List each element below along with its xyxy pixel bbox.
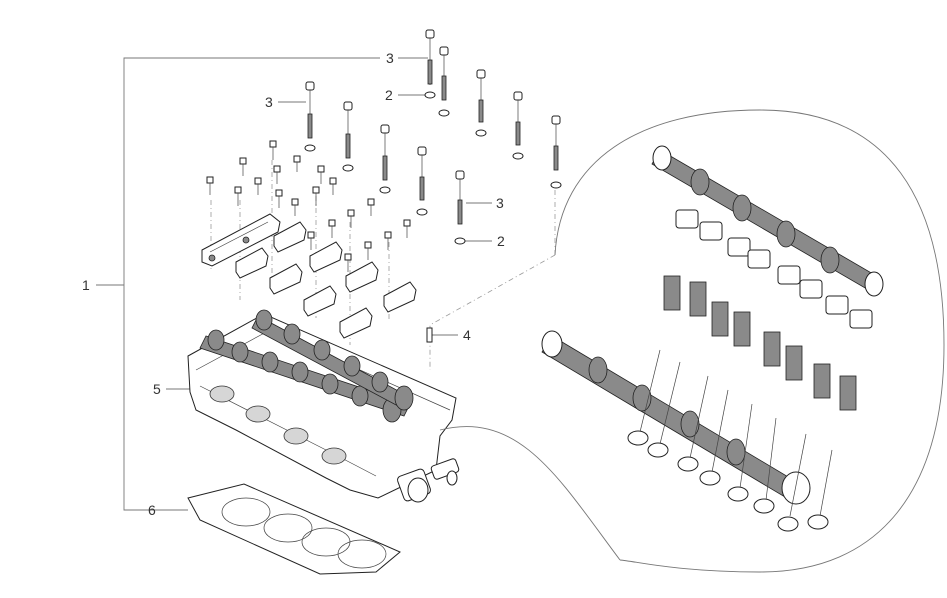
head-bolt xyxy=(379,124,391,194)
detail-intake-camshaft xyxy=(541,330,811,505)
detail-exhaust-camshaft xyxy=(651,145,884,297)
callout-3-top: 3 xyxy=(386,50,394,66)
callout-labels: 1 2 2 3 3 3 4 5 6 xyxy=(82,50,505,518)
head-bolt xyxy=(455,170,465,225)
head-bolt xyxy=(475,69,487,137)
washer xyxy=(424,91,436,99)
head-bolt xyxy=(512,91,524,160)
valvetrain-detail-view xyxy=(439,109,945,573)
cylinder-head xyxy=(187,309,460,503)
head-gasket xyxy=(187,483,401,575)
leader-lines xyxy=(96,57,492,511)
dowel-pin xyxy=(426,327,433,343)
head-bolt xyxy=(416,146,428,216)
callout-6: 6 xyxy=(148,502,156,518)
detail-tappets xyxy=(675,209,873,329)
head-bolt xyxy=(550,115,562,189)
callout-3-right: 3 xyxy=(496,195,504,211)
cylinder-head-bolts xyxy=(206,29,562,272)
washer xyxy=(454,237,466,245)
head-bolt xyxy=(425,29,435,85)
head-bolt xyxy=(342,101,354,172)
cam-cap-bolts xyxy=(206,140,411,272)
camshaft-bearing-caps xyxy=(201,213,417,339)
callout-1: 1 xyxy=(82,277,90,293)
callout-3-left: 3 xyxy=(265,94,273,110)
callout-2-top: 2 xyxy=(385,87,393,103)
detail-valves xyxy=(627,349,833,532)
exhaust-camshaft xyxy=(251,309,414,411)
callout-2-right: 2 xyxy=(497,233,505,249)
detail-valve-springs xyxy=(663,275,857,411)
callout-4: 4 xyxy=(463,327,471,343)
head-bolt xyxy=(304,81,316,152)
callout-5: 5 xyxy=(153,381,161,397)
head-bolt xyxy=(438,46,450,117)
